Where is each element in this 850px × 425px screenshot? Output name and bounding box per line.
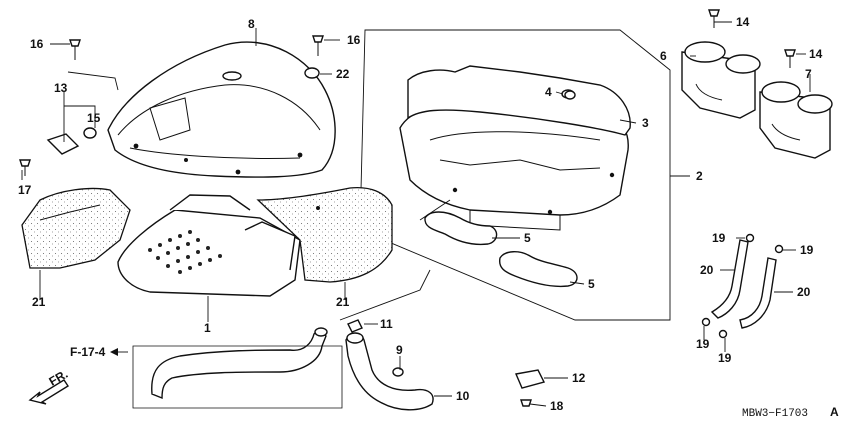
callout-16-left: 16 [30, 37, 44, 51]
callout-21-left: 21 [32, 295, 46, 309]
callout-14-right: 14 [809, 47, 823, 61]
callout-2: 2 [696, 169, 703, 183]
figure-code: MBW3−F1703 [742, 408, 808, 420]
foam-right [256, 186, 393, 283]
callout-19-b: 19 [800, 243, 814, 257]
figure-suffix: A [830, 405, 839, 419]
callout-13: 13 [54, 81, 68, 95]
callout-20-a: 20 [700, 263, 714, 277]
callout-6: 6 [660, 49, 667, 63]
callout-4: 4 [545, 85, 552, 99]
reference-arrow [110, 348, 128, 356]
callout-12: 12 [572, 371, 586, 385]
air-cleaner-case [359, 29, 671, 321]
callout-17: 17 [18, 183, 32, 197]
small-hose-left [710, 239, 749, 319]
air-cleaner-cover [107, 41, 336, 178]
intake-duct-left [681, 41, 761, 119]
callout-11: 11 [380, 317, 393, 331]
callout-14-top: 14 [736, 15, 750, 29]
callout-19-a: 19 [712, 231, 726, 245]
seal-gaskets [424, 211, 578, 288]
callout-10: 10 [456, 389, 470, 403]
callout-16-right: 16 [347, 33, 361, 47]
callout-8: 8 [248, 17, 255, 31]
callout-21-right: 21 [336, 295, 350, 309]
callout-5-lower: 5 [588, 277, 595, 291]
callout-7: 7 [805, 67, 812, 81]
callout-1: 1 [204, 321, 211, 335]
callout-9: 9 [396, 343, 403, 357]
callout-5-upper: 5 [524, 231, 531, 245]
callout-18: 18 [550, 399, 564, 413]
drain-tube [345, 332, 434, 411]
callout-15: 15 [87, 111, 101, 125]
breather-hose [132, 327, 343, 409]
front-direction-arrow [28, 379, 69, 405]
callout-22: 22 [336, 67, 350, 81]
callout-3: 3 [642, 116, 649, 130]
reference-label: F-17-4 [70, 345, 106, 359]
fasteners [19, 9, 796, 407]
callout-19-d: 19 [718, 351, 732, 365]
foam-left [21, 187, 131, 269]
callout-19-c: 19 [696, 337, 710, 351]
callout-20-b: 20 [797, 285, 811, 299]
leader-lines [21, 21, 811, 407]
callout-labels: 8 16 16 22 13 15 17 4 3 2 6 14 14 7 5 5 … [18, 15, 839, 420]
intake-duct-right [759, 81, 833, 159]
small-hose-right [739, 257, 777, 329]
air-cleaner-element [117, 194, 301, 297]
